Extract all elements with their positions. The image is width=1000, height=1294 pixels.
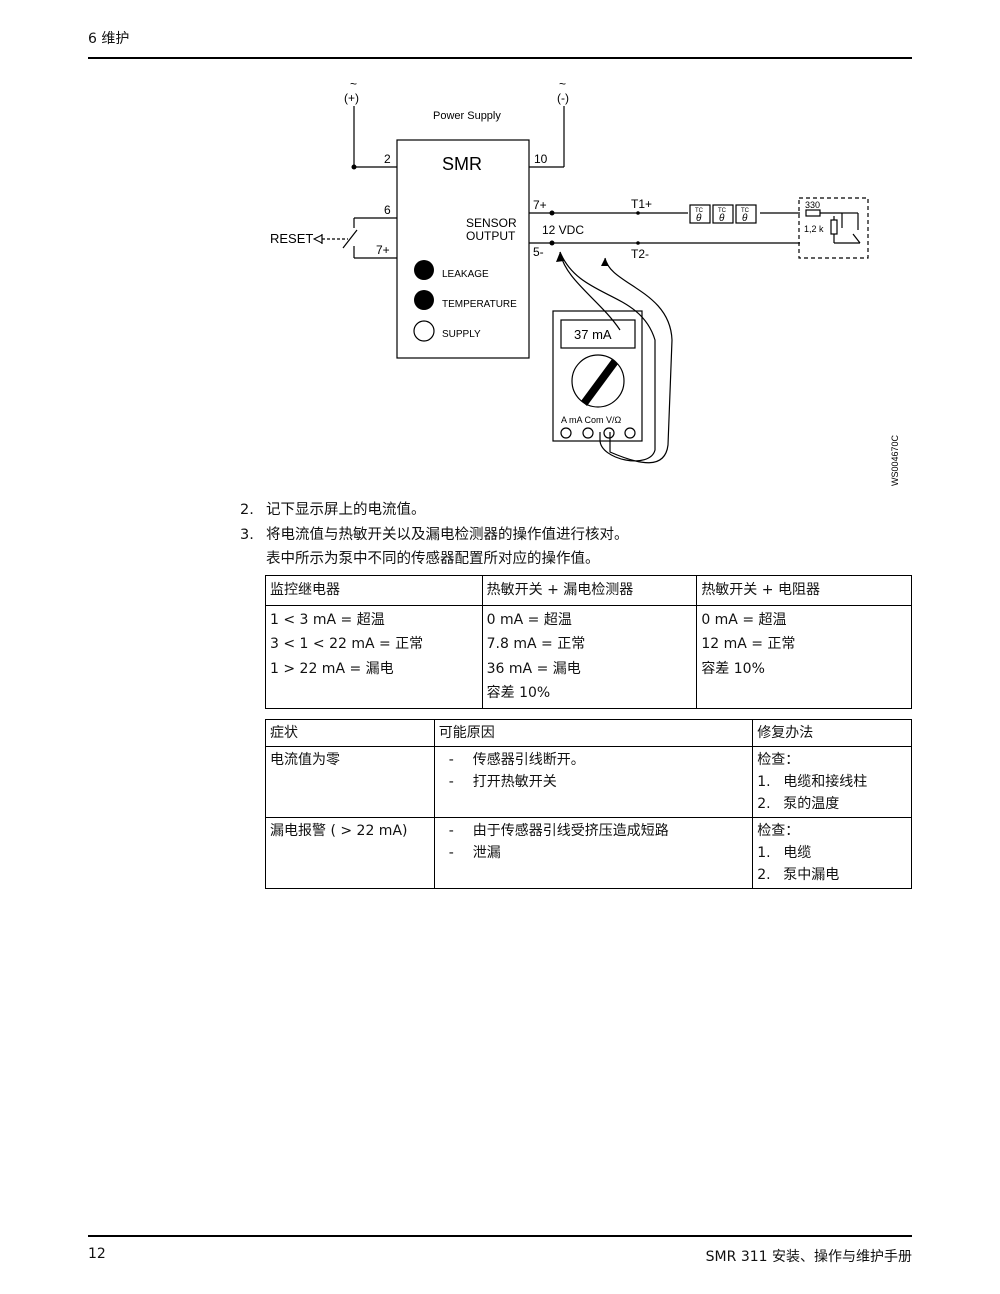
terminal-7-reset: 7+ (376, 243, 390, 257)
value-line: 1 < 3 mA = 超温 (270, 611, 385, 628)
table-row: 1 < 3 mA = 超温 3 < 1 < 22 mA = 正常 1 > 22 … (265, 604, 912, 709)
sensor-output-label-1: SENSOR (466, 216, 517, 230)
tc-label-1: TC (695, 208, 704, 214)
value-line: 7.8 mA = 正常 (486, 636, 586, 652)
list-item: 2.泵中漏电 (757, 867, 840, 883)
table-row: 漏电报警 ( > 22 mA) -由于传感器引线受挤压造成短路 -泄漏 检查： … (265, 817, 912, 889)
header-thermal-resistor: 热敏开关 + 电阻器 (696, 575, 912, 606)
value-line: 3 < 1 < 22 mA = 正常 (270, 636, 424, 652)
thermal-resistor-values: 0 mA = 超温 12 mA = 正常 容差 10% (696, 604, 912, 709)
value-line: 0 mA = 超温 (701, 611, 787, 628)
value-line: 容差 10% (701, 660, 765, 677)
symptom-cell: 电流值为零 (265, 746, 435, 818)
page-number: 12 (88, 1246, 106, 1262)
list-item: -传感器引线断开。 (448, 752, 585, 768)
cause-cell: -传感器引线断开。 -打开热敏开关 (433, 746, 754, 818)
supply-label: SUPPLY (442, 329, 481, 340)
ac-plus-label: (+) (344, 91, 359, 105)
step-text: 记下显示屏上的电流值。 (266, 502, 426, 518)
sensor-output-label-2: OUTPUT (466, 229, 516, 243)
header-cause: 可能原因 (433, 719, 754, 747)
operating-values-table: 监控继电器 热敏开关 + 漏电检测器 热敏开关 + 电阻器 1 < 3 mA =… (265, 575, 912, 709)
ac-minus-tilde: ~ (559, 77, 566, 91)
footer-rule (88, 1235, 912, 1237)
smr-label: SMR (442, 154, 482, 174)
t2-label: T2- (631, 247, 649, 261)
resistor-1-2k-label: 1,2 k (804, 224, 824, 234)
list-item: 1.电缆 (757, 845, 812, 861)
thermal-leakage-values: 0 mA = 超温 7.8 mA = 正常 36 mA = 漏电 容差 10% (481, 604, 698, 709)
value-line: 容差 10% (486, 685, 551, 701)
t1-label: T1+ (631, 197, 652, 211)
list-item: -泄漏 (448, 845, 501, 861)
meter-terminal-labels: A mA Com V/Ω (561, 415, 622, 425)
header-fix: 修复办法 (752, 719, 912, 747)
step-text: 将电流值与热敏开关以及漏电检测器的操作值进行核对。 (266, 526, 629, 543)
theta-1: θ (696, 213, 702, 224)
list-item: -打开热敏开关 (448, 774, 557, 790)
terminal-2: 2 (384, 152, 391, 166)
section-header: 6 维护 (88, 31, 130, 47)
fix-cell: 检查： 1.电缆和接线柱 2.泵的温度 (752, 746, 912, 818)
header-symptom: 症状 (265, 719, 435, 747)
step-number: 3. (240, 526, 254, 543)
tc-label-2: TC (718, 208, 727, 214)
value-line: 0 mA = 超温 (486, 611, 572, 628)
list-item: 2.泵的温度 (757, 796, 840, 812)
list-item: 1.电缆和接线柱 (757, 774, 868, 790)
step-2: 2. 记下显示屏上的电流值。 (240, 498, 629, 523)
fix-title: 检查： (757, 823, 800, 839)
cause-cell: -由于传感器引线受挤压造成短路 -泄漏 (433, 817, 754, 889)
theta-2: θ (719, 213, 725, 224)
header-monitor-relay: 监控继电器 (265, 575, 483, 606)
value-line: 12 mA = 正常 (701, 636, 796, 652)
reset-label: RESET (270, 231, 313, 246)
step-text: 表中所示为泵中不同的传感器配置所对应的操作值。 (266, 551, 600, 567)
figure-id: WS004670C (890, 434, 900, 486)
table-header-row: 症状 可能原因 修复办法 (265, 719, 912, 747)
symptom-cell: 漏电报警 ( > 22 mA) (265, 817, 435, 889)
terminal-10: 10 (534, 152, 548, 166)
vdc-label: 12 VDC (542, 223, 584, 237)
ac-plus-tilde: ~ (350, 77, 357, 91)
monitor-relay-values: 1 < 3 mA = 超温 3 < 1 < 22 mA = 正常 1 > 22 … (265, 604, 483, 709)
list-item: -由于传感器引线受挤压造成短路 (448, 823, 669, 839)
fix-title: 检查： (757, 752, 800, 768)
header-thermal-leakage: 热敏开关 + 漏电检测器 (481, 575, 698, 606)
fix-cell: 检查： 1.电缆 2.泵中漏电 (752, 817, 912, 889)
terminal-6: 6 (384, 203, 391, 217)
procedure-steps: 2. 记下显示屏上的电流值。 3. 将电流值与热敏开关以及漏电检测器的操作值进行… (240, 498, 629, 572)
ac-minus-label: (-) (557, 91, 569, 105)
header-rule (88, 57, 912, 59)
value-line: 1 > 22 mA = 漏电 (270, 660, 394, 677)
wiring-diagram: ~ (+) ~ (-) Power Supply SMR 2 10 6 7+ 7… (270, 77, 900, 486)
step-3-note: 表中所示为泵中不同的传感器配置所对应的操作值。 (240, 547, 629, 572)
step-3: 3. 将电流值与热敏开关以及漏电检测器的操作值进行核对。 (240, 523, 629, 548)
resistor-330-label: 330 (805, 200, 820, 210)
meter-display-value: 37 mA (574, 327, 612, 342)
table-header-row: 监控继电器 热敏开关 + 漏电检测器 热敏开关 + 电阻器 (265, 575, 912, 606)
temperature-label: TEMPERATURE (442, 299, 517, 310)
value-line: 36 mA = 漏电 (486, 660, 581, 677)
tc-label-3: TC (741, 208, 750, 214)
manual-title: SMR 311 安装、操作与维护手册 (705, 1249, 912, 1265)
terminal-7-output: 7+ (533, 198, 547, 212)
power-supply-label: Power Supply (433, 110, 501, 122)
table-row: 电流值为零 -传感器引线断开。 -打开热敏开关 检查： 1.电缆和接线柱 2.泵… (265, 746, 912, 818)
theta-3: θ (742, 213, 748, 224)
terminal-5: 5- (533, 245, 544, 259)
step-number: 2. (240, 502, 254, 518)
leakage-label: LEAKAGE (442, 269, 489, 280)
troubleshooting-table: 症状 可能原因 修复办法 电流值为零 -传感器引线断开。 -打开热敏开关 检查：… (265, 719, 912, 889)
